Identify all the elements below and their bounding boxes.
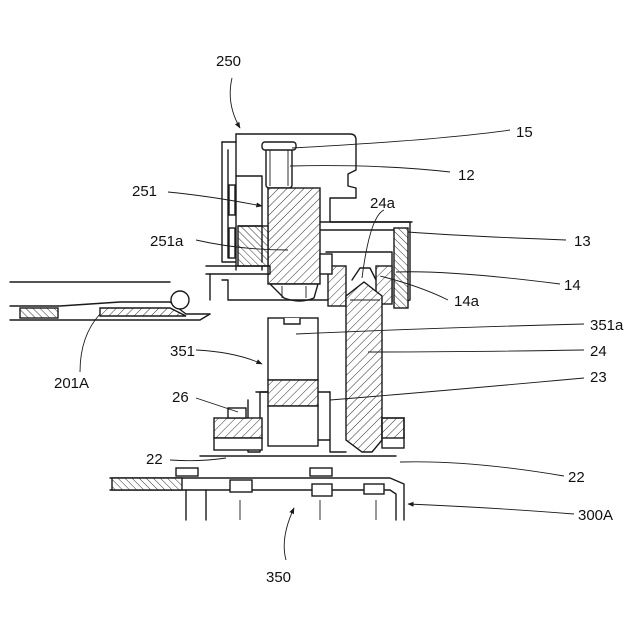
ref-label-250: 250 <box>216 53 241 70</box>
ref-label-201A: 201A <box>54 375 89 392</box>
plunger-351 <box>256 318 330 446</box>
ref-label-14a: 14a <box>454 293 480 310</box>
ref-label-251a: 251a <box>150 233 184 250</box>
ref-label-12: 12 <box>458 167 475 184</box>
ref-label-24a: 24a <box>370 195 396 212</box>
ref-label-351: 351 <box>170 343 195 360</box>
ref-label-22-right: 22 <box>568 469 585 486</box>
ref-label-15: 15 <box>516 124 533 141</box>
ref-label-24: 24 <box>590 343 607 360</box>
tray-201A <box>10 282 210 320</box>
ref-label-23: 23 <box>590 369 607 386</box>
ref-label-14: 14 <box>564 277 581 294</box>
pin-12 <box>262 142 296 188</box>
ref-label-251: 251 <box>132 183 157 200</box>
ref-label-26: 26 <box>172 389 189 406</box>
ref-label-22-left: 22 <box>146 451 163 468</box>
ref-label-350: 350 <box>266 569 291 586</box>
boss-251a <box>268 188 320 301</box>
ref-label-351a: 351a <box>590 317 624 334</box>
ref-label-300A: 300A <box>578 507 613 524</box>
lever-24 <box>346 282 382 452</box>
ref-label-13: 13 <box>574 233 591 250</box>
